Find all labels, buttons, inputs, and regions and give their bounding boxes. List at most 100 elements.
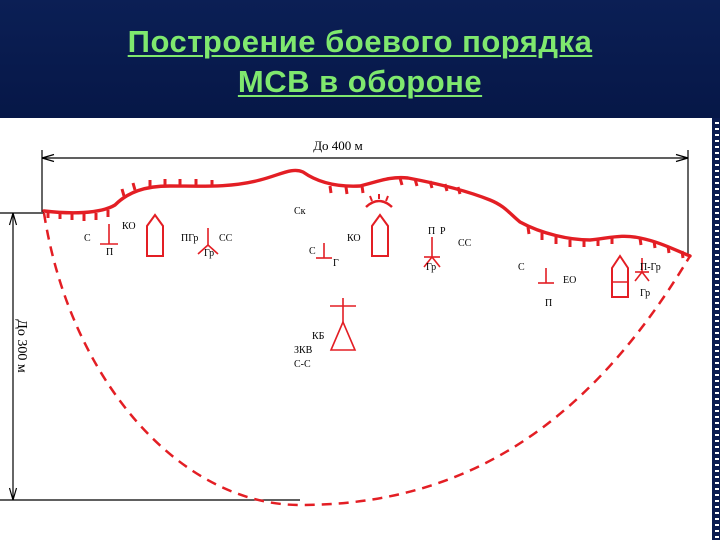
edge-stripe bbox=[715, 506, 719, 508]
edge-stripe bbox=[715, 530, 719, 532]
edge-stripe bbox=[715, 188, 719, 190]
edge-stripe bbox=[715, 326, 719, 328]
edge-stripe bbox=[715, 518, 719, 520]
edge-stripe bbox=[715, 482, 719, 484]
edge-stripe bbox=[715, 170, 719, 172]
edge-stripe bbox=[715, 488, 719, 490]
title-banner: Построение боевого порядка МСВ в обороне bbox=[0, 0, 720, 118]
edge-stripe bbox=[715, 512, 719, 514]
edge-stripe bbox=[715, 266, 719, 268]
label-c-mid: С bbox=[309, 246, 316, 257]
edge-stripe bbox=[715, 200, 719, 202]
label-ss-left: СС bbox=[219, 233, 233, 244]
flank-arc bbox=[365, 199, 393, 208]
label-ko-mid: КО bbox=[347, 233, 361, 244]
edge-stripe bbox=[715, 422, 719, 424]
edge-stripe bbox=[715, 302, 719, 304]
edge-stripe bbox=[715, 128, 719, 130]
title-line-2: МСВ в обороне bbox=[237, 64, 483, 99]
edge-stripe bbox=[715, 380, 719, 382]
edge-stripe bbox=[715, 272, 719, 274]
edge-stripe bbox=[715, 296, 719, 298]
edge-stripe bbox=[715, 464, 719, 466]
edge-stripe bbox=[715, 194, 719, 196]
edge-stripe bbox=[715, 536, 719, 538]
tripod-symbols bbox=[197, 228, 650, 282]
label-c-right: С bbox=[518, 262, 525, 273]
edge-stripe bbox=[715, 146, 719, 148]
label-p-left: П bbox=[106, 247, 113, 258]
edge-stripe bbox=[715, 368, 719, 370]
edge-stripe bbox=[715, 428, 719, 430]
edge-stripe bbox=[715, 314, 719, 316]
label-ck: Ск bbox=[294, 206, 306, 217]
edge-stripe bbox=[715, 176, 719, 178]
edge-stripe bbox=[715, 350, 719, 352]
edge-stripe bbox=[715, 254, 719, 256]
rear-boundary bbox=[42, 212, 692, 507]
edge-stripe bbox=[715, 338, 719, 340]
edge-stripe bbox=[715, 218, 719, 220]
label-pgr: ПГр bbox=[181, 233, 198, 244]
edge-stripe bbox=[715, 134, 719, 136]
label-p-gr: П-Гр bbox=[640, 262, 661, 273]
edge-stripe bbox=[715, 224, 719, 226]
edge-stripe bbox=[715, 278, 719, 280]
squad-position-left bbox=[146, 213, 164, 257]
edge-stripe bbox=[715, 440, 719, 442]
label-gr-mid: Гр bbox=[426, 262, 436, 273]
label-zkv: ЗКВ bbox=[294, 345, 313, 356]
edge-stripe bbox=[715, 140, 719, 142]
edge-stripe bbox=[715, 500, 719, 502]
edge-stripe bbox=[715, 476, 719, 478]
edge-stripe bbox=[715, 392, 719, 394]
squad-position-mid bbox=[371, 213, 389, 257]
flank-arc-ticks bbox=[369, 194, 389, 202]
edge-stripe bbox=[715, 470, 719, 472]
edge-stripe bbox=[715, 320, 719, 322]
right-edge-bar bbox=[712, 118, 720, 540]
label-gr-right: Гр bbox=[640, 288, 650, 299]
edge-stripe bbox=[715, 416, 719, 418]
edge-stripe bbox=[715, 404, 719, 406]
edge-stripe bbox=[715, 344, 719, 346]
label-cs: С-С bbox=[294, 359, 311, 370]
edge-stripe bbox=[715, 164, 719, 166]
width-dimension bbox=[41, 150, 689, 256]
width-label: До 400 м bbox=[313, 138, 363, 153]
title-line-1: Построение боевого порядка bbox=[127, 24, 593, 59]
edge-stripe bbox=[715, 494, 719, 496]
label-p-bottom: П bbox=[545, 298, 552, 309]
edge-stripe bbox=[715, 356, 719, 358]
edge-stripe bbox=[715, 308, 719, 310]
obstacle-ticks bbox=[46, 177, 685, 259]
edge-stripe bbox=[715, 260, 719, 262]
edge-stripe bbox=[715, 236, 719, 238]
front-line bbox=[42, 168, 692, 258]
edge-stripe bbox=[715, 446, 719, 448]
edge-stripe bbox=[715, 206, 719, 208]
edge-stripe bbox=[715, 452, 719, 454]
edge-stripe bbox=[715, 158, 719, 160]
edge-stripe bbox=[715, 410, 719, 412]
label-kb: КБ bbox=[312, 331, 325, 342]
command-post-symbol bbox=[329, 298, 357, 351]
edge-stripe bbox=[715, 248, 719, 250]
edge-stripe bbox=[715, 290, 719, 292]
edge-stripe bbox=[715, 152, 719, 154]
label-c-left: С bbox=[84, 233, 91, 244]
label-gr-left: Гр bbox=[204, 248, 214, 259]
edge-stripe bbox=[715, 458, 719, 460]
edge-stripe bbox=[715, 374, 719, 376]
edge-stripe bbox=[715, 122, 719, 124]
edge-stripe bbox=[715, 386, 719, 388]
edge-stripe bbox=[715, 284, 719, 286]
squad-position-right bbox=[611, 254, 629, 298]
label-ko-left: КО bbox=[122, 221, 136, 232]
edge-stripe bbox=[715, 524, 719, 526]
edge-stripe bbox=[715, 362, 719, 364]
edge-stripe bbox=[715, 242, 719, 244]
depth-label: До 300 м bbox=[14, 319, 29, 373]
label-r-tr: Р bbox=[440, 226, 446, 237]
defense-diagram: До 400 м До 300 м bbox=[0, 138, 692, 507]
